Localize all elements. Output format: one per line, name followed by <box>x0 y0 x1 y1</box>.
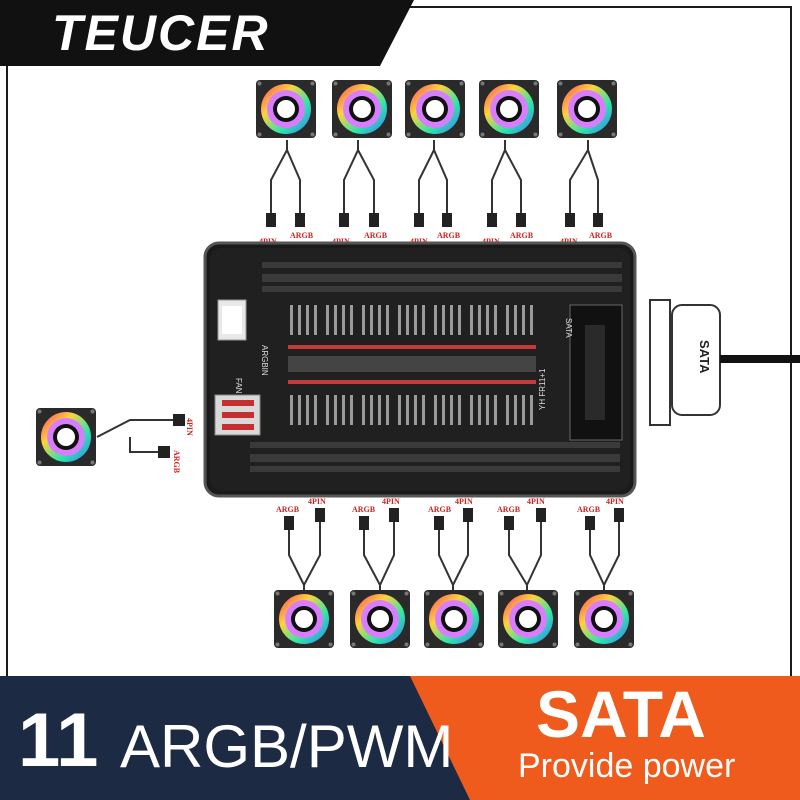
argb-label: ARGB <box>497 505 521 514</box>
brand-logo-text: TEUCER <box>52 5 270 61</box>
argb-label: ARGB <box>510 231 534 240</box>
board-model-code: YH FR11+1 <box>538 368 547 410</box>
sata-feature-subtitle: Provide power <box>518 747 736 785</box>
fan-icon <box>274 590 334 648</box>
top-cables <box>270 140 599 215</box>
brand-banner: TEUCER <box>0 0 414 66</box>
hub-diagram: 4PIN ARGB 4PIN ARGB 4PIN ARGB 4PIN ARGB … <box>36 80 800 648</box>
argb-label: ARGB <box>364 231 388 240</box>
fan-count-text: 11 <box>18 698 99 783</box>
fan-icon <box>332 80 392 138</box>
pin-label: 4PIN <box>308 497 326 506</box>
pin-label: 4PIN <box>527 497 545 506</box>
fan-icon <box>498 590 558 648</box>
fan-icon <box>405 80 465 138</box>
argb-label: ARGB <box>589 231 613 240</box>
board-argbin-label: ARGBIN <box>260 345 269 376</box>
pin-label: 4PIN <box>455 497 473 506</box>
sata-cable: SATA <box>649 299 800 426</box>
fan-icon <box>557 80 617 138</box>
argb-label: ARGB <box>577 505 601 514</box>
bottom-plugs <box>284 508 624 530</box>
fan-icon <box>256 80 316 138</box>
fan-icon <box>350 590 410 648</box>
model-text: ARGB/PWM <box>120 713 454 780</box>
fan-icon <box>574 590 634 648</box>
board-sata-label: SATA <box>564 318 573 338</box>
board-fan-label: FAN <box>234 378 243 394</box>
argb-label: ARGB <box>352 505 376 514</box>
pin-label: 4PIN <box>185 418 194 436</box>
argb-label: ARGB <box>172 450 181 474</box>
argb-label: ARGB <box>428 505 452 514</box>
pin-label: 4PIN <box>606 497 624 506</box>
pin-label: 4PIN <box>382 497 400 506</box>
fan-icon <box>424 590 484 648</box>
argb-label: ARGB <box>290 231 314 240</box>
bottom-cables <box>288 522 620 592</box>
bottom-fans <box>274 590 634 648</box>
fan-icon <box>479 80 539 138</box>
sata-cable-label: SATA <box>697 340 712 374</box>
sata-feature-title: SATA <box>536 677 706 751</box>
fan-icon <box>36 408 96 466</box>
sata-banner <box>410 676 800 800</box>
top-plugs <box>266 213 603 227</box>
hub-board: YH FR11+1 ARGBIN FAN SATA <box>203 241 637 498</box>
bottom-pin-labels: ARGB 4PIN ARGB 4PIN ARGB 4PIN ARGB 4PIN … <box>276 497 624 514</box>
left-fan-group: 4PIN ARGB <box>36 408 194 474</box>
top-fans <box>256 80 617 138</box>
argb-label: ARGB <box>276 505 300 514</box>
argb-label: ARGB <box>437 231 461 240</box>
